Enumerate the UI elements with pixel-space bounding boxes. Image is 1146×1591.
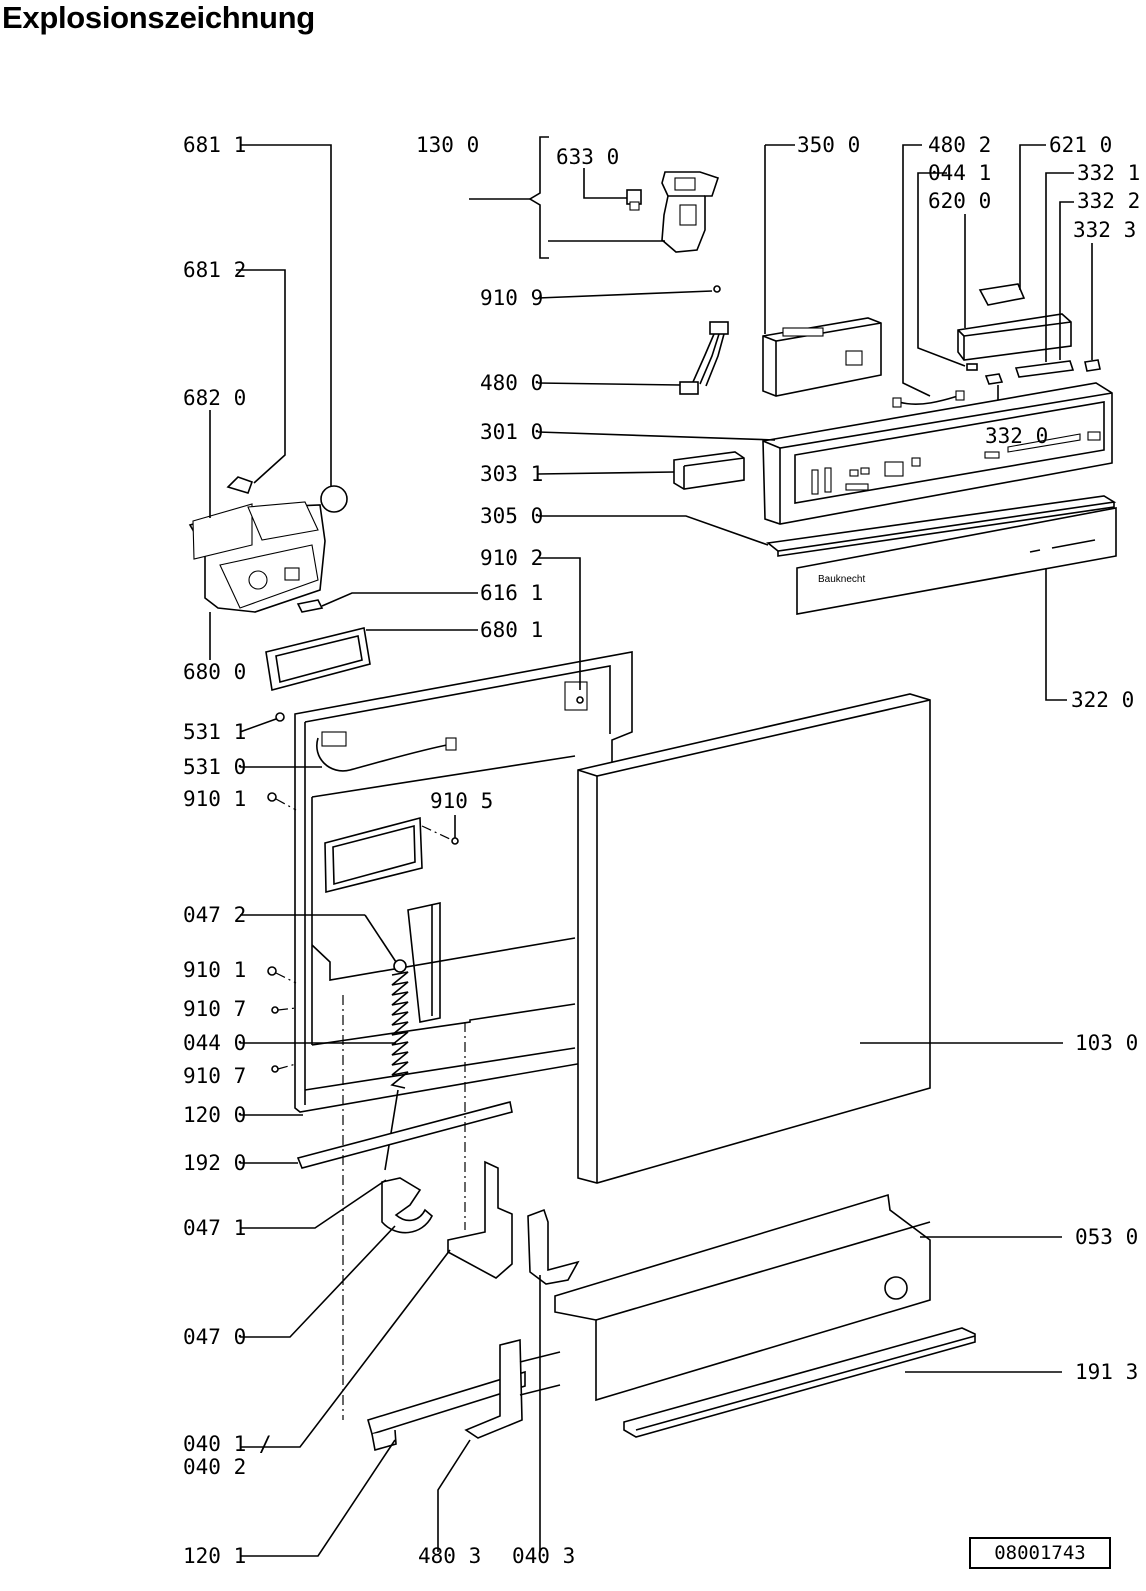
label-621-0: 621 0 <box>1049 133 1112 157</box>
label-191-3: 191 3 <box>1075 1360 1138 1384</box>
label-620-0: 620 0 <box>928 189 991 213</box>
label-681-2: 681 2 <box>183 258 246 282</box>
label-047-0: 047 0 <box>183 1325 246 1349</box>
label-681-1: 681 1 <box>183 133 246 157</box>
label-910-2: 910 2 <box>480 546 543 570</box>
label-910-7-top: 910 7 <box>183 997 246 1021</box>
label-040-1: 040 1 / <box>183 1432 272 1456</box>
brand-text: Bauknecht <box>818 574 865 585</box>
label-616-1: 616 1 <box>480 581 543 605</box>
rail-191 <box>623 1327 1062 1438</box>
label-322-0: 322 0 <box>1071 688 1134 712</box>
rail-192 <box>240 1101 513 1169</box>
label-303-1: 303 1 <box>480 462 543 486</box>
handle-303 <box>537 451 745 490</box>
label-633-0: 633 0 <box>556 145 619 169</box>
label-305-0: 305 0 <box>480 504 543 528</box>
spring-assembly <box>240 914 409 1171</box>
hinge-bracket <box>548 171 720 253</box>
cap-681-1 <box>240 144 348 513</box>
kick-plate-053 <box>554 1193 1062 1402</box>
harness-480-0 <box>537 321 729 395</box>
label-040-2: 040 2 <box>183 1455 246 1479</box>
module-621 <box>978 144 1046 306</box>
label-910-5: 910 5 <box>430 789 493 813</box>
lower-panel-120-1 <box>240 1370 526 1557</box>
label-192-0: 192 0 <box>183 1151 246 1175</box>
label-044-1: 044 1 <box>928 161 991 185</box>
strip-305 <box>538 495 1117 557</box>
label-480-3: 480 3 <box>418 1544 481 1568</box>
label-350-0: 350 0 <box>797 133 860 157</box>
inner-door-120 <box>294 557 633 1113</box>
door-panel-103 <box>577 693 1063 1184</box>
label-682-0: 682 0 <box>183 386 246 410</box>
electronic-module-350 <box>762 144 882 397</box>
label-301-0: 301 0 <box>480 420 543 444</box>
part-616-1 <box>296 592 478 613</box>
label-680-0: 680 0 <box>183 660 246 684</box>
fascia-322: Bauknecht <box>796 507 1117 701</box>
group-bracket-130 <box>469 136 549 259</box>
bracket-040-3 <box>527 1208 580 1552</box>
bracket-480-3 <box>437 1338 561 1552</box>
bracket-047-0 <box>240 1160 513 1448</box>
lever-681-2 <box>226 269 286 494</box>
control-panel-301 <box>537 382 1113 525</box>
label-531-0: 531 0 <box>183 755 246 779</box>
lamp-044 <box>917 172 978 371</box>
label-332-2: 332 2 <box>1077 189 1140 213</box>
label-047-2: 047 2 <box>183 903 246 927</box>
board-620 <box>957 214 1072 361</box>
label-480-2: 480 2 <box>928 133 991 157</box>
dispenser-682 <box>188 410 326 613</box>
switch-633 <box>583 168 642 211</box>
label-120-0: 120 0 <box>183 1103 246 1127</box>
drawing-code-box: 08001743 <box>969 1537 1111 1569</box>
label-910-1-bottom: 910 1 <box>183 958 246 982</box>
gasket-680-1 <box>265 627 478 692</box>
label-120-1: 120 1 <box>183 1544 246 1568</box>
screw-910-9 <box>537 285 721 299</box>
label-480-0: 480 0 <box>480 371 543 395</box>
hinge-047-1 <box>240 1177 433 1234</box>
label-910-7-bottom: 910 7 <box>183 1064 246 1088</box>
drawing-code: 08001743 <box>994 1542 1086 1564</box>
label-040-3: 040 3 <box>512 1544 575 1568</box>
label-332-3: 332 3 <box>1073 218 1136 242</box>
page-title: Explosionszeichnung <box>2 0 315 35</box>
label-044-0: 044 0 <box>183 1031 246 1055</box>
cable-480-2 <box>892 144 965 408</box>
label-053-0: 053 0 <box>1075 1225 1138 1249</box>
label-531-1: 531 1 <box>183 720 246 744</box>
label-680-1: 680 1 <box>480 618 543 642</box>
label-332-0: 332 0 <box>985 424 1048 448</box>
label-910-9: 910 9 <box>480 286 543 310</box>
label-130-0: 130 0 <box>416 133 479 157</box>
label-332-1: 332 1 <box>1077 161 1140 185</box>
label-047-1: 047 1 <box>183 1216 246 1240</box>
label-103-0: 103 0 <box>1075 1031 1138 1055</box>
label-910-1-top: 910 1 <box>183 787 246 811</box>
door-screws <box>239 712 459 1073</box>
buttons-332 <box>984 172 1101 425</box>
